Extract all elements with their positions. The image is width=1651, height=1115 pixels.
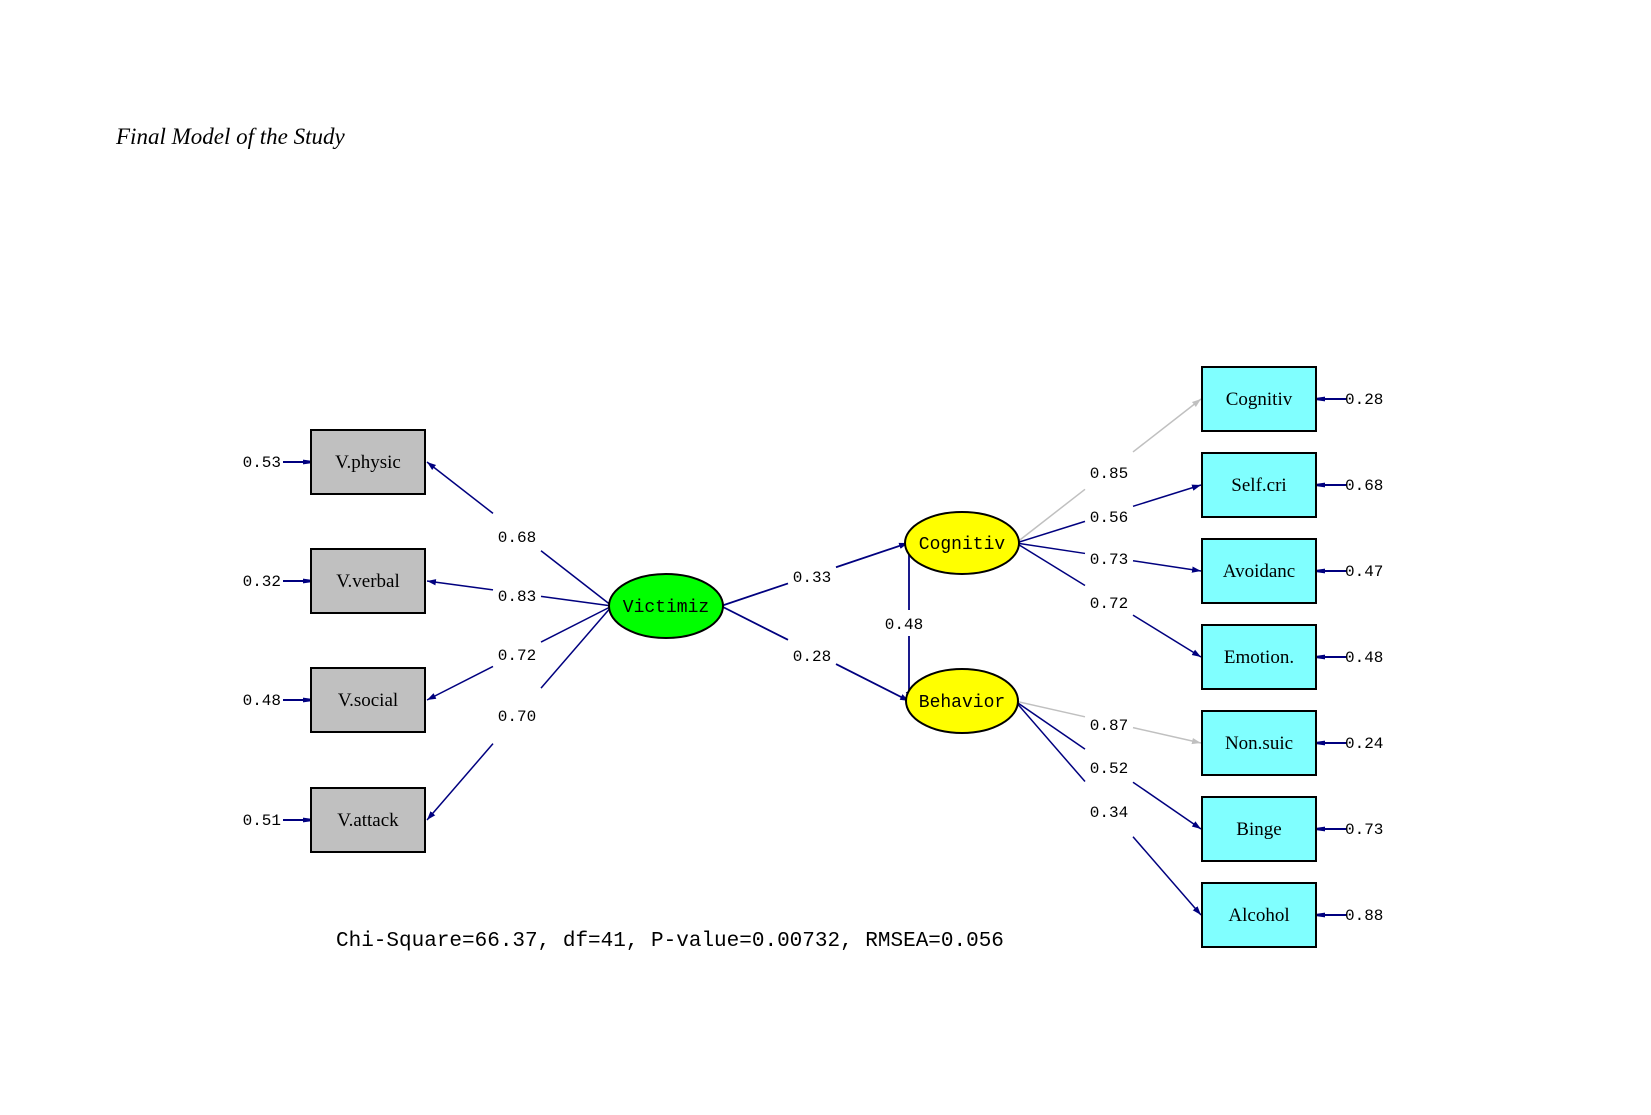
loading-label-binge: 0.52 [1090,760,1128,778]
latent-label-behavior: Behavior [919,693,1005,713]
error-label-cognitiv: 0.28 [1345,391,1383,409]
indicator-label-vattack: V.attack [337,810,399,831]
indicator-box-vphysic [310,429,426,495]
structural-path-victimiz-cognitiv_l [720,582,789,607]
loading-path-vphysic [540,550,613,607]
indicator-box-emotion [1201,624,1317,690]
error-label-vsocial: 0.48 [243,692,281,710]
loading-path-cognitiv [1015,488,1086,544]
indicator-label-cognitiv: Cognitiv [1226,389,1293,410]
indicator-box-nonsuic [1201,710,1317,776]
loading-arrow-vsocial [426,665,494,701]
loading-arrow-emotion [1132,614,1202,658]
loading-path-binge [1014,700,1086,750]
loading-label-vverbal: 0.83 [498,588,536,606]
loading-label-emotion: 0.72 [1090,595,1128,613]
loading-arrow-vattack [426,743,494,821]
loading-arrow-nonsuic [1132,726,1202,745]
error-label-avoidanc: 0.47 [1345,563,1383,581]
loading-arrow-vverbal [426,579,494,591]
figure-title: Final Model of the Study [116,124,345,149]
paths-layer [283,396,1346,918]
structural-arrow-victimiz-behavior [835,663,910,702]
loading-arrow-alcohol [1132,836,1202,916]
loading-label-vattack: 0.70 [498,708,536,726]
loading-arrow-selfcri [1132,484,1202,508]
loading-arrow-vphysic [426,461,494,514]
loading-label-nonsuic: 0.87 [1090,717,1128,735]
error-label-vverbal: 0.32 [243,573,281,591]
indicator-label-avoidanc: Avoidanc [1223,561,1295,582]
error-label-vattack: 0.51 [243,812,281,830]
loading-arrow-cognitiv [1132,398,1202,453]
loading-path-vattack [540,605,613,689]
loading-path-emotion [1015,542,1086,587]
indicator-box-vsocial [310,667,426,733]
indicator-box-vverbal [310,548,426,614]
indicator-label-emotion: Emotion. [1224,647,1294,668]
latent-label-victimiz: Victimiz [623,598,709,618]
loading-path-vverbal [540,595,613,607]
latent-victimiz [608,573,724,639]
indicator-label-vphysic: V.physic [335,452,401,473]
structural-coef-victimiz-behavior: 0.28 [793,648,831,666]
loading-label-vsocial: 0.72 [498,647,536,665]
indicator-box-avoidanc [1201,538,1317,604]
indicator-box-vattack [310,787,426,853]
loading-path-avoidanc [1015,542,1086,555]
structural-arrow-victimiz-cognitiv_l [835,542,909,569]
indicator-label-vverbal: V.verbal [336,571,400,592]
loading-label-avoidanc: 0.73 [1090,551,1128,569]
indicator-label-binge: Binge [1236,819,1281,840]
loading-label-selfcri: 0.56 [1090,509,1128,527]
latent-cognitiv_l [904,511,1020,575]
error-label-vphysic: 0.53 [243,454,281,472]
structural-path-victimiz-behavior [720,605,789,641]
indicator-box-alcohol [1201,882,1317,948]
fit-statistics: Chi-Square=66.37, df=41, P-value=0.00732… [336,930,1004,953]
structural-coef-victimiz-cognitiv_l: 0.33 [793,569,831,587]
loading-arrow-avoidanc [1132,559,1202,573]
loading-path-selfcri [1015,520,1086,544]
latent-label-cognitiv_l: Cognitiv [919,535,1006,555]
indicator-label-vsocial: V.social [338,690,398,711]
loading-label-cognitiv: 0.85 [1090,465,1128,483]
indicator-box-selfcri [1201,452,1317,518]
indicator-box-cognitiv [1201,366,1317,432]
error-label-selfcri: 0.68 [1345,477,1383,495]
loading-arrow-binge [1132,781,1202,830]
indicator-label-alcohol: Alcohol [1228,905,1289,926]
labels-layer: 0.68 0.53 0.83 0.32 0.72 0.48 0.70 0.51 0.85 0.28… [243,391,1384,925]
latent-behavior [905,668,1019,734]
indicator-box-binge [1201,796,1317,862]
loading-path-nonsuic [1014,700,1086,718]
error-label-binge: 0.73 [1345,821,1383,839]
error-label-emotion: 0.48 [1345,649,1383,667]
structural-coef-cognitiv_l-behavior: 0.48 [885,616,923,634]
error-label-alcohol: 0.88 [1345,907,1383,925]
loading-path-vsocial [540,605,613,643]
loading-label-alcohol: 0.34 [1090,804,1128,822]
indicator-label-selfcri: Self.cri [1231,475,1286,496]
loading-label-vphysic: 0.68 [498,529,536,547]
indicator-label-nonsuic: Non.suic [1225,733,1293,754]
error-label-nonsuic: 0.24 [1345,735,1383,753]
loading-path-alcohol [1014,700,1086,783]
